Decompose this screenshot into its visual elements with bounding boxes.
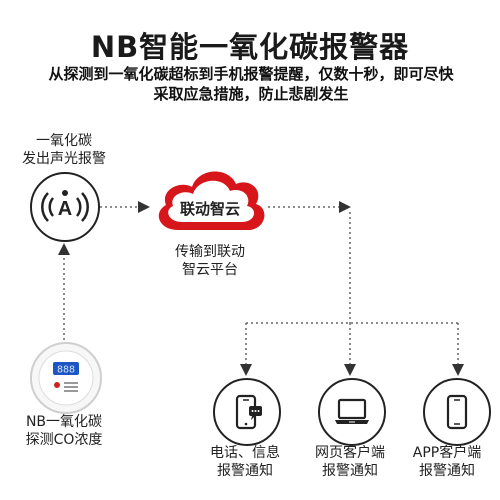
endpoint-phone [213,378,281,446]
laptop-icon [335,398,369,424]
subtitle: 从探测到一氧化碳超标到手机报警提醒，仅数十秒，即可尽快 采取应急措施，防止悲剧发… [26,64,476,104]
alarm-signal-icon: A [41,190,89,222]
endpoint-web [318,378,386,446]
endpoint-app-label-line-1: APP客户端 [412,445,482,461]
detector-device-icon: 888 [38,350,94,406]
endpoint-web-label-line-2: 报警通知 [322,463,378,479]
endpoint-app-label-line-2: 报警通知 [419,463,475,479]
detector-label-line-2: 探测CO浓度 [25,432,103,448]
subtitle-line-2: 采取应急措施，防止悲剧发生 [153,85,349,103]
endpoint-web-label: 网页客户端 报警通知 [295,444,405,480]
page-title: NB智能一氧化碳报警器 [90,30,410,64]
phone-icon [235,394,262,430]
subtitle-line-1: 从探测到一氧化碳超标到手机报警提醒，仅数十秒，即可尽快 [48,65,454,83]
detector-label: NB一氧化碳 探测CO浓度 [4,413,124,449]
endpoint-phone-label: 电话、信息 报警通知 [190,444,300,480]
endpoint-phone-label-line-1: 电话、信息 [210,445,280,461]
alarm-node: A [30,172,100,242]
endpoint-phone-label-line-2: 报警通知 [217,463,273,479]
alarm-label: 一氧化碳 发出声光报警 [4,132,124,168]
endpoint-app [423,378,491,446]
endpoint-web-label-line-1: 网页客户端 [315,445,385,461]
smartphone-icon [446,394,468,430]
cloud-text: 联动智云 [179,200,240,218]
alarm-glyph: A [58,198,72,220]
detector-node: 888 [30,342,102,414]
alarm-label-line-1: 一氧化碳 [36,133,92,149]
endpoint-app-label: APP客户端 报警通知 [394,444,500,480]
cloud-label-line-2: 智云平台 [182,262,238,278]
detector-label-line-1: NB一氧化碳 [25,414,103,430]
cloud-label: 传输到联动 智云平台 [150,243,270,279]
detector-display: 888 [57,365,75,376]
alarm-label-line-2: 发出声光报警 [22,151,106,167]
cloud-label-line-1: 传输到联动 [175,244,245,260]
cloud-node [158,171,265,230]
